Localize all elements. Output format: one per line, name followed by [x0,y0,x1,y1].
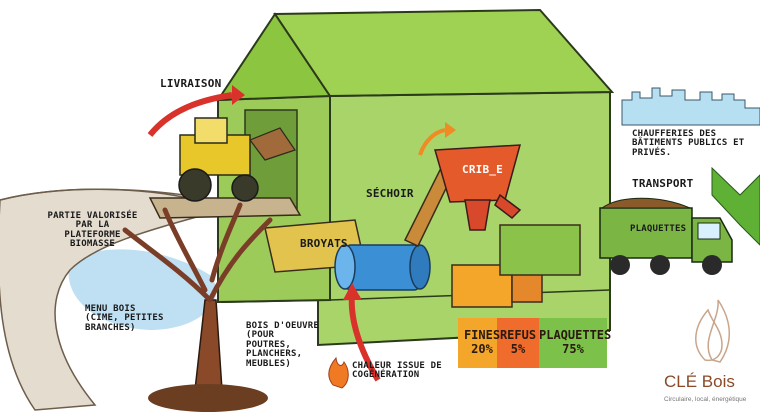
output-plaquettes: PLAQUETTES 75% [539,328,607,357]
delivery-truck [600,198,732,275]
label-transport: TRANSPORT [632,178,693,190]
output-refus: REFUS 5% [497,328,539,357]
logo-tagline: Circulaire, local, énergétique [664,396,746,403]
output-plaquettes-percent: 75% [539,342,607,356]
city-skyline [622,88,760,125]
label-chaufferies: CHAUFFERIES DES BÂTIMENTS PUBLICS ET PRI… [632,130,752,158]
output-refus-label: REFUS [497,328,539,342]
label-crible: CRIB_E [462,164,503,176]
label-livraison: LIVRAISON [160,78,221,90]
flame-icon [329,358,348,388]
output-refus-percent: 5% [497,342,539,356]
dryer-cylinder [335,245,430,290]
bin-refus [512,272,542,302]
label-chaleur: CHALEUR ISSUE DE COGÉNÉRATION [352,362,447,381]
bin-plaquettes [500,225,580,275]
output-plaquettes-label: PLAQUETTES [539,328,607,342]
logo-name: CLÉ Bois [664,372,735,392]
building-roof-side [275,10,612,96]
label-menu-bois: MENU BOIS (CIME, PETITES BRANCHES) [85,305,167,333]
label-partie-valorisee: PARTIE VALORISÉE PAR LA PLATEFORME BIOMA… [45,212,140,250]
label-bois-oeuvre: BOIS D'OEUVRE (POUR POUTRES, PLANCHERS, … [246,322,320,369]
label-plaquettes-truck: PLAQUETTES [630,225,686,234]
logo-mark [696,300,730,362]
label-broyats: BROYATS [300,238,348,250]
delivery-platform [150,198,300,218]
label-sechoir: SÉCHOIR [366,188,414,200]
